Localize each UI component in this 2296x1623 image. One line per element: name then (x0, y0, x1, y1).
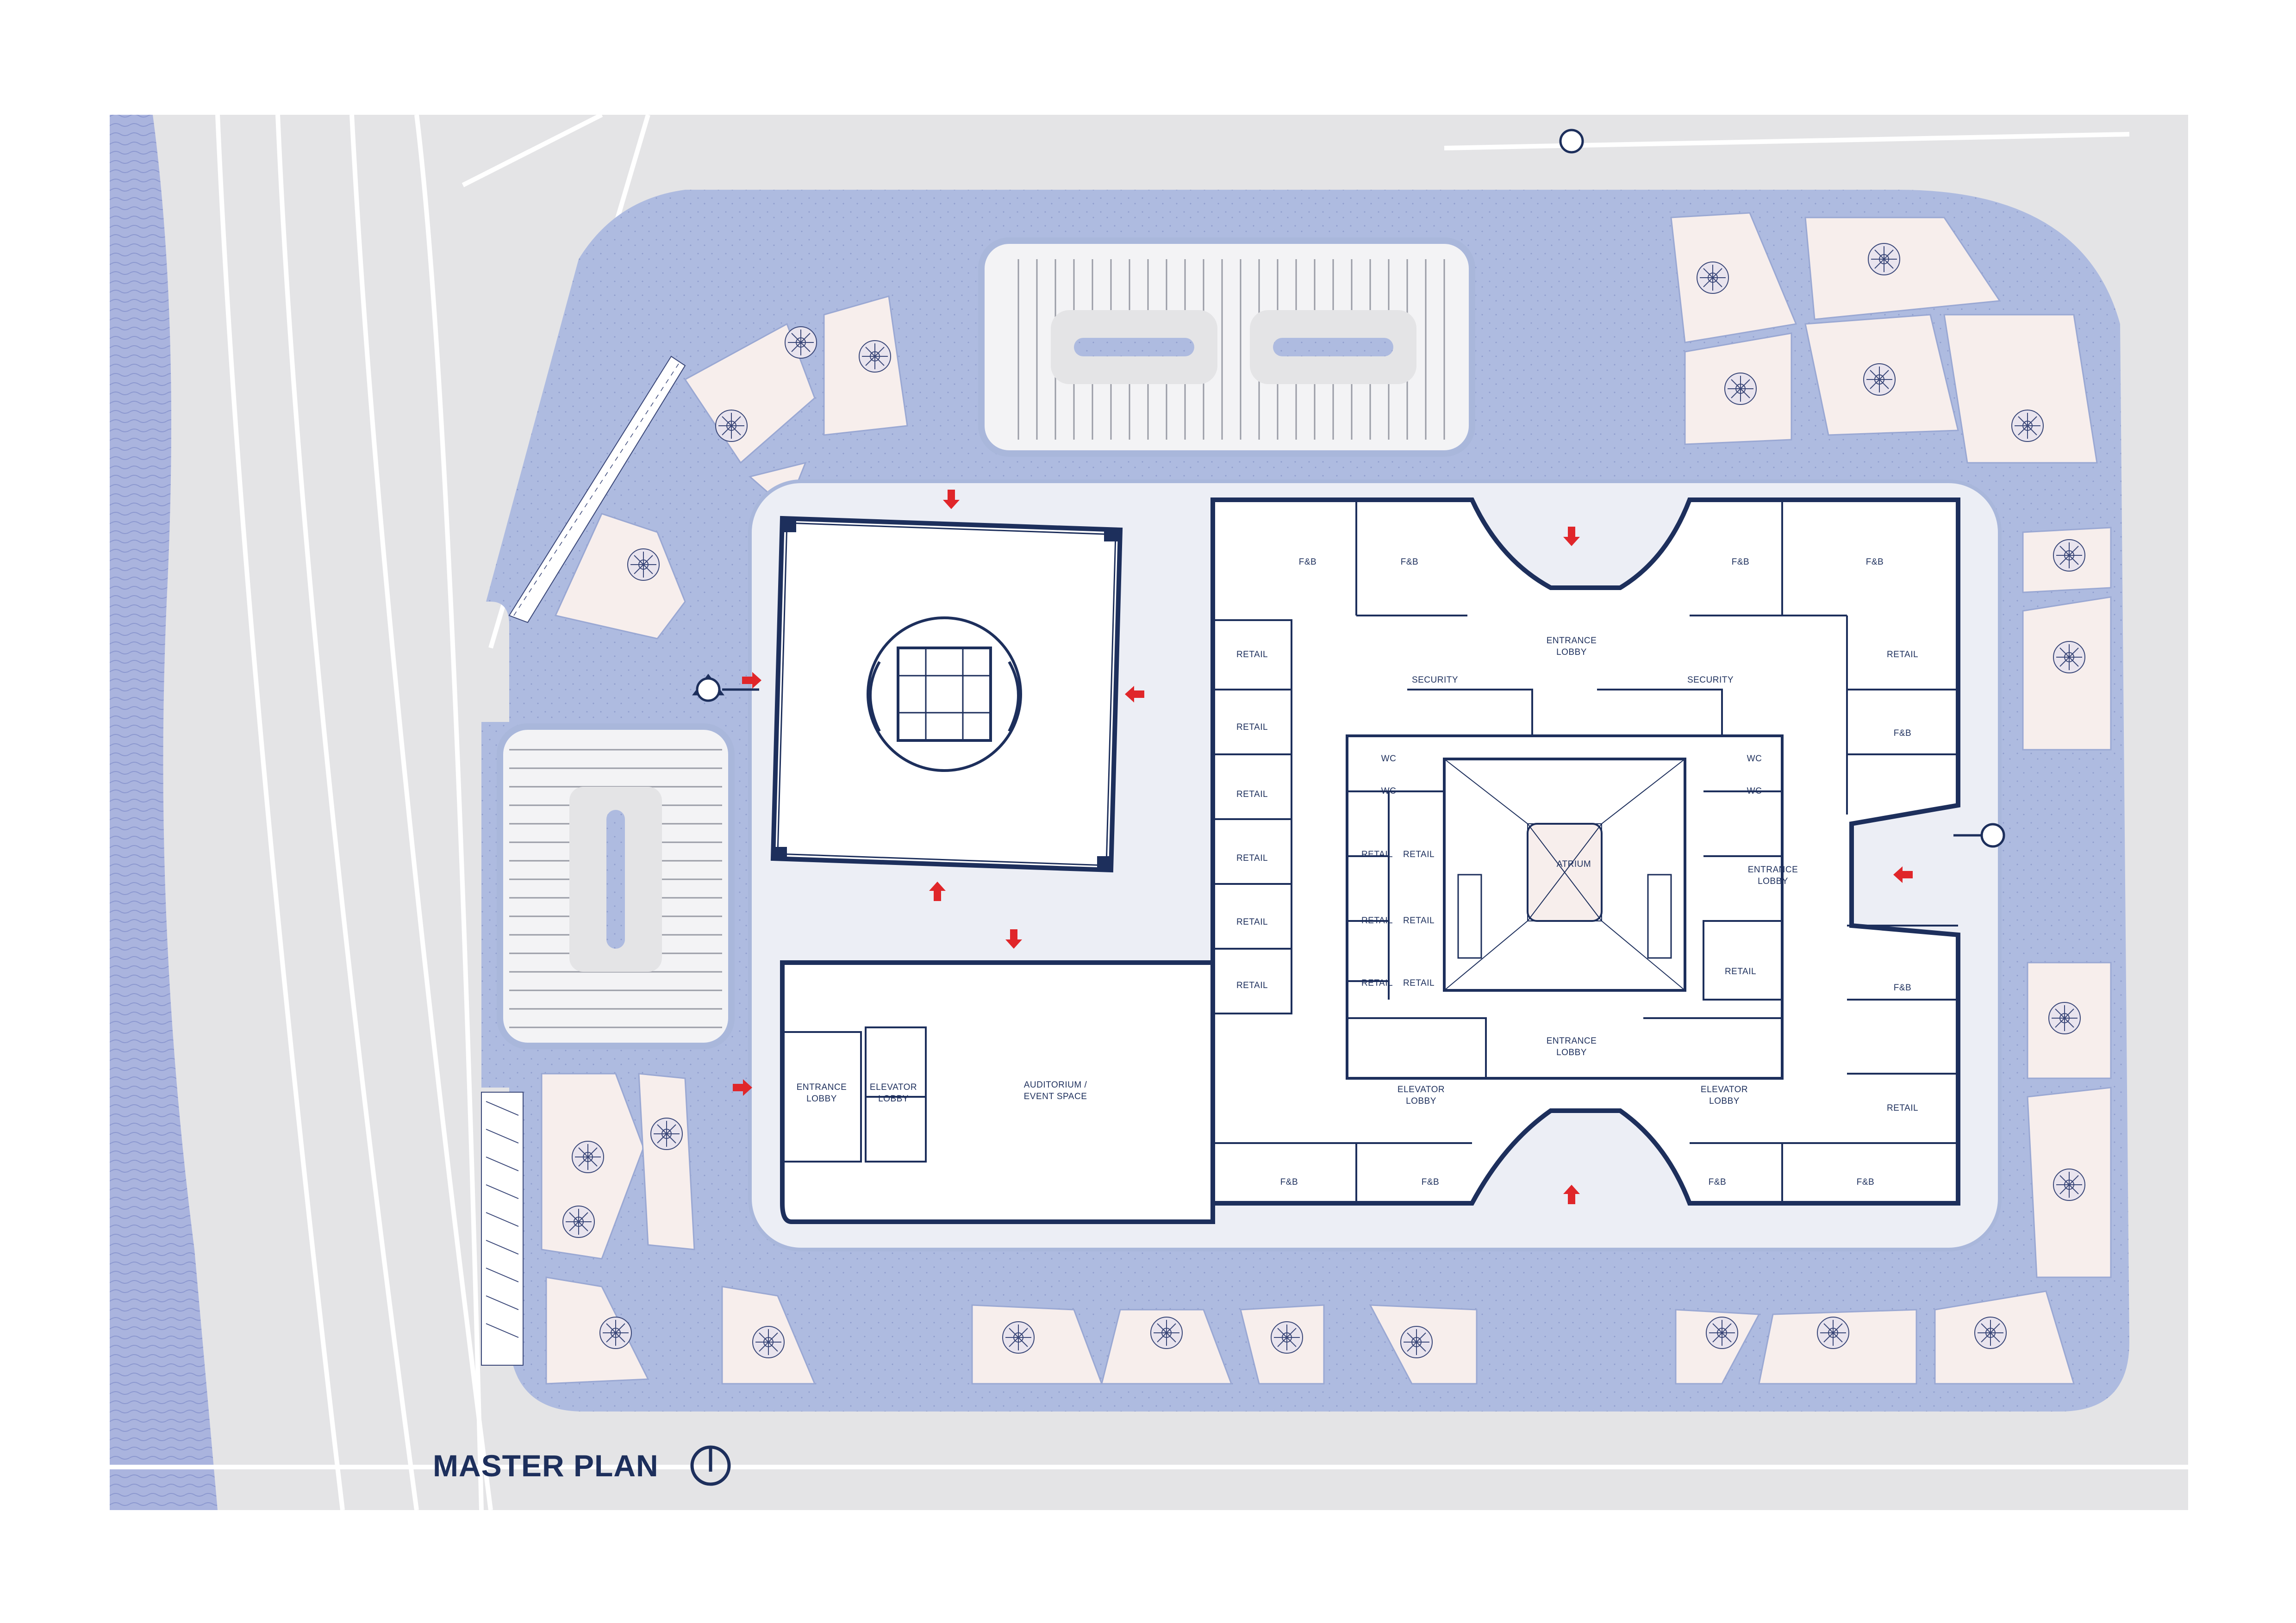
room-label: ENTRANCE (1547, 636, 1597, 646)
room-label: ATRIUM (1557, 859, 1591, 869)
auditorium-walls (782, 1026, 927, 1163)
room-label: LOBBY (1556, 647, 1587, 657)
north-arrow-icon (690, 1445, 731, 1486)
room-label: RETAIL (1236, 917, 1268, 927)
room-label: ENTRANCE (1748, 865, 1798, 875)
room-label: RETAIL (1236, 853, 1268, 863)
room-label: LOBBY (1406, 1096, 1436, 1106)
room-label: ENTRANCE (797, 1082, 847, 1092)
room-label: F&B (1709, 1177, 1726, 1187)
room-label: RETAIL (1236, 650, 1268, 659)
office-tower (770, 516, 1123, 873)
room-label: F&B (1866, 557, 1884, 567)
room-label: SECURITY (1412, 675, 1458, 685)
room-label: ELEVATOR (870, 1082, 917, 1092)
room-label: RETAIL (1403, 916, 1435, 926)
room-label: RETAIL (1361, 850, 1393, 859)
room-label: WC (1747, 786, 1762, 796)
room-label: F&B (1894, 983, 1911, 993)
room-label: F&B (1732, 557, 1749, 567)
parking-left (497, 723, 735, 1049)
room-label: ELEVATOR (1701, 1085, 1748, 1094)
room-label: F&B (1857, 1177, 1874, 1187)
room-label: LOBBY (878, 1094, 909, 1104)
page-title: MASTER PLAN (433, 1449, 659, 1483)
room-label: RETAIL (1361, 916, 1393, 926)
room-label: LOBBY (1758, 877, 1788, 886)
room-label: F&B (1422, 1177, 1439, 1187)
room-label: LOBBY (1709, 1096, 1740, 1106)
entry-marker-icon (692, 673, 759, 702)
room-label: RETAIL (1236, 981, 1268, 990)
room-label: F&B (1299, 557, 1316, 567)
room-label: LOBBY (806, 1094, 837, 1104)
road-network (110, 112, 2188, 1511)
room-label: RETAIL (1236, 722, 1268, 732)
room-label: WC (1381, 754, 1397, 764)
room-label: RETAIL (1725, 967, 1756, 976)
room-label: RETAIL (1887, 1103, 1918, 1113)
room-label: AUDITORIUM / (1024, 1080, 1087, 1090)
ramp-hatch (481, 355, 686, 1366)
parking-top (978, 237, 1475, 457)
room-label: RETAIL (1361, 978, 1393, 988)
room-label: ELEVATOR (1398, 1085, 1445, 1094)
room-label: F&B (1894, 728, 1911, 738)
planting-beds (541, 212, 2112, 1385)
room-labels: F&B F&B F&B F&B ENTRANCE LOBBY SECURITY … (797, 557, 1918, 1187)
entry-marker-icon (1953, 823, 2005, 848)
room-label: SECURITY (1687, 675, 1734, 685)
room-label: LOBBY (1556, 1048, 1587, 1057)
water-edge (110, 115, 218, 1510)
room-label: RETAIL (1236, 790, 1268, 799)
room-label: RETAIL (1403, 850, 1435, 859)
room-label: RETAIL (1887, 650, 1918, 659)
room-label: EVENT SPACE (1024, 1092, 1087, 1101)
room-label: WC (1381, 786, 1397, 796)
room-label: ENTRANCE (1547, 1036, 1597, 1046)
room-label: F&B (1401, 557, 1418, 567)
room-label: WC (1747, 754, 1762, 764)
room-label: F&B (1280, 1177, 1298, 1187)
room-label: RETAIL (1403, 978, 1435, 988)
entry-marker-icon (1559, 129, 1584, 154)
